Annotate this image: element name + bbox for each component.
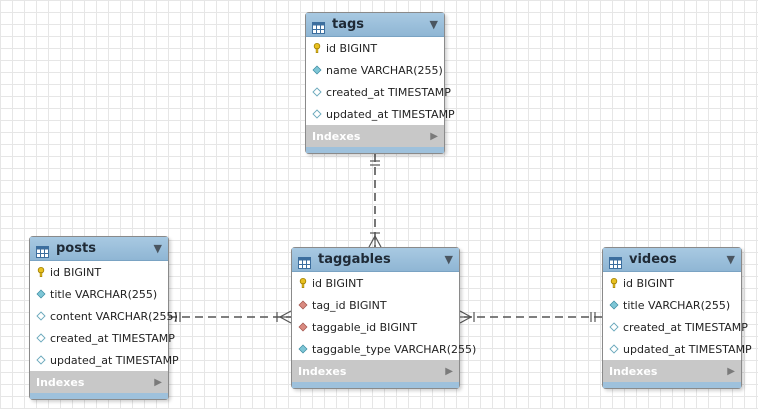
column-label: updated_at TIMESTAMP	[326, 107, 455, 121]
column-label: id BIGINT	[50, 265, 102, 279]
column-row[interactable]: updated_at TIMESTAMP	[306, 103, 455, 125]
table-posts[interactable]: posts ▼ id BIGINT title VARCHAR(255) con…	[29, 236, 179, 400]
indexes-label: Indexes	[36, 375, 85, 389]
dropdown-triangle-icon[interactable]: ▼	[726, 253, 735, 266]
nullable-diamond-icon	[609, 344, 619, 354]
column-diamond-icon	[609, 300, 619, 310]
indexes-label: Indexes	[312, 129, 361, 143]
key-icon	[36, 267, 46, 277]
column-row[interactable]: taggable_type VARCHAR(255)	[292, 338, 476, 360]
table-header[interactable]: videos ▼	[603, 248, 741, 272]
column-row[interactable]: taggable_id BIGINT	[292, 316, 459, 338]
key-icon	[312, 43, 322, 53]
column-label: updated_at TIMESTAMP	[623, 342, 752, 356]
nullable-diamond-icon	[609, 322, 619, 332]
expand-triangle-icon[interactable]: ▶	[445, 365, 453, 377]
column-list: id BIGINT name VARCHAR(255) created_at T…	[306, 37, 455, 125]
dropdown-triangle-icon[interactable]: ▼	[153, 242, 162, 255]
indexes-label: Indexes	[609, 364, 658, 378]
column-label: taggable_type VARCHAR(255)	[312, 342, 477, 356]
column-label: taggable_id BIGINT	[312, 320, 418, 334]
column-row[interactable]: id BIGINT	[30, 261, 168, 283]
column-label: id BIGINT	[326, 41, 378, 55]
column-row[interactable]: created_at TIMESTAMP	[603, 316, 748, 338]
nullable-diamond-icon	[36, 333, 46, 343]
foreign-key-diamond-icon	[298, 300, 308, 310]
column-list: id BIGINT tag_id BIGINT taggable_id BIGI…	[292, 272, 476, 360]
table-icon	[298, 254, 311, 269]
expand-triangle-icon[interactable]: ▶	[154, 376, 162, 388]
column-row[interactable]: id BIGINT	[306, 37, 444, 59]
column-label: id BIGINT	[312, 276, 364, 290]
table-name: tags	[332, 17, 365, 32]
table-footer	[30, 393, 168, 399]
column-row[interactable]: created_at TIMESTAMP	[30, 327, 175, 349]
expand-triangle-icon[interactable]: ▶	[430, 130, 438, 142]
table-header[interactable]: tags ▼	[306, 13, 444, 37]
column-row[interactable]: id BIGINT	[292, 272, 459, 294]
column-row[interactable]: updated_at TIMESTAMP	[30, 349, 179, 371]
table-tags[interactable]: tags ▼ id BIGINT name VARCHAR(255) creat…	[305, 12, 455, 154]
column-label: title VARCHAR(255)	[50, 287, 158, 301]
column-row[interactable]: title VARCHAR(255)	[30, 283, 168, 305]
table-footer	[306, 147, 444, 153]
column-label: created_at TIMESTAMP	[623, 320, 748, 334]
column-label: title VARCHAR(255)	[623, 298, 731, 312]
indexes-section[interactable]: Indexes ▶	[306, 125, 444, 147]
table-header[interactable]: posts ▼	[30, 237, 168, 261]
column-row[interactable]: name VARCHAR(255)	[306, 59, 444, 81]
column-list: id BIGINT title VARCHAR(255) content VAR…	[30, 261, 179, 371]
table-name: taggables	[318, 252, 391, 267]
table-name: videos	[629, 252, 677, 267]
column-row[interactable]: tag_id BIGINT	[292, 294, 459, 316]
table-footer	[603, 382, 741, 388]
crows-foot-prong	[459, 310, 472, 318]
column-diamond-icon	[36, 289, 46, 299]
crows-foot-prong	[459, 316, 472, 324]
expand-triangle-icon[interactable]: ▶	[727, 365, 735, 377]
column-label: tag_id BIGINT	[312, 298, 387, 312]
foreign-key-diamond-icon	[298, 322, 308, 332]
nullable-diamond-icon	[36, 355, 46, 365]
indexes-section[interactable]: Indexes ▶	[30, 371, 168, 393]
table-header[interactable]: taggables ▼	[292, 248, 459, 272]
column-label: updated_at TIMESTAMP	[50, 353, 179, 367]
crows-foot-prong	[368, 235, 376, 248]
crows-foot-prong	[279, 316, 292, 324]
column-label: id BIGINT	[623, 276, 675, 290]
table-name: posts	[56, 241, 96, 256]
column-row[interactable]: content VARCHAR(255)	[30, 305, 178, 327]
column-row[interactable]: title VARCHAR(255)	[603, 294, 741, 316]
table-icon	[36, 243, 49, 258]
column-row[interactable]: created_at TIMESTAMP	[306, 81, 451, 103]
crows-foot-prong	[279, 310, 292, 318]
dropdown-triangle-icon[interactable]: ▼	[444, 253, 453, 266]
nullable-diamond-icon	[36, 311, 46, 321]
column-diamond-icon	[312, 65, 322, 75]
column-label: name VARCHAR(255)	[326, 63, 443, 77]
column-diamond-icon	[298, 344, 308, 354]
indexes-label: Indexes	[298, 364, 347, 378]
column-label: content VARCHAR(255)	[50, 309, 178, 323]
key-icon	[609, 278, 619, 288]
column-row[interactable]: updated_at TIMESTAMP	[603, 338, 752, 360]
column-label: created_at TIMESTAMP	[50, 331, 175, 345]
dropdown-triangle-icon[interactable]: ▼	[429, 18, 438, 31]
column-label: created_at TIMESTAMP	[326, 85, 451, 99]
table-footer	[292, 382, 459, 388]
column-row[interactable]: id BIGINT	[603, 272, 741, 294]
nullable-diamond-icon	[312, 87, 322, 97]
indexes-section[interactable]: Indexes ▶	[292, 360, 459, 382]
key-icon	[298, 278, 308, 288]
table-icon	[609, 254, 622, 269]
table-taggables[interactable]: taggables ▼ id BIGINT tag_id BIGINT tagg…	[291, 247, 476, 389]
table-videos[interactable]: videos ▼ id BIGINT title VARCHAR(255) cr…	[602, 247, 752, 389]
column-list: id BIGINT title VARCHAR(255) created_at …	[603, 272, 752, 360]
crows-foot-prong	[374, 235, 382, 248]
nullable-diamond-icon	[312, 109, 322, 119]
table-icon	[312, 19, 325, 34]
indexes-section[interactable]: Indexes ▶	[603, 360, 741, 382]
